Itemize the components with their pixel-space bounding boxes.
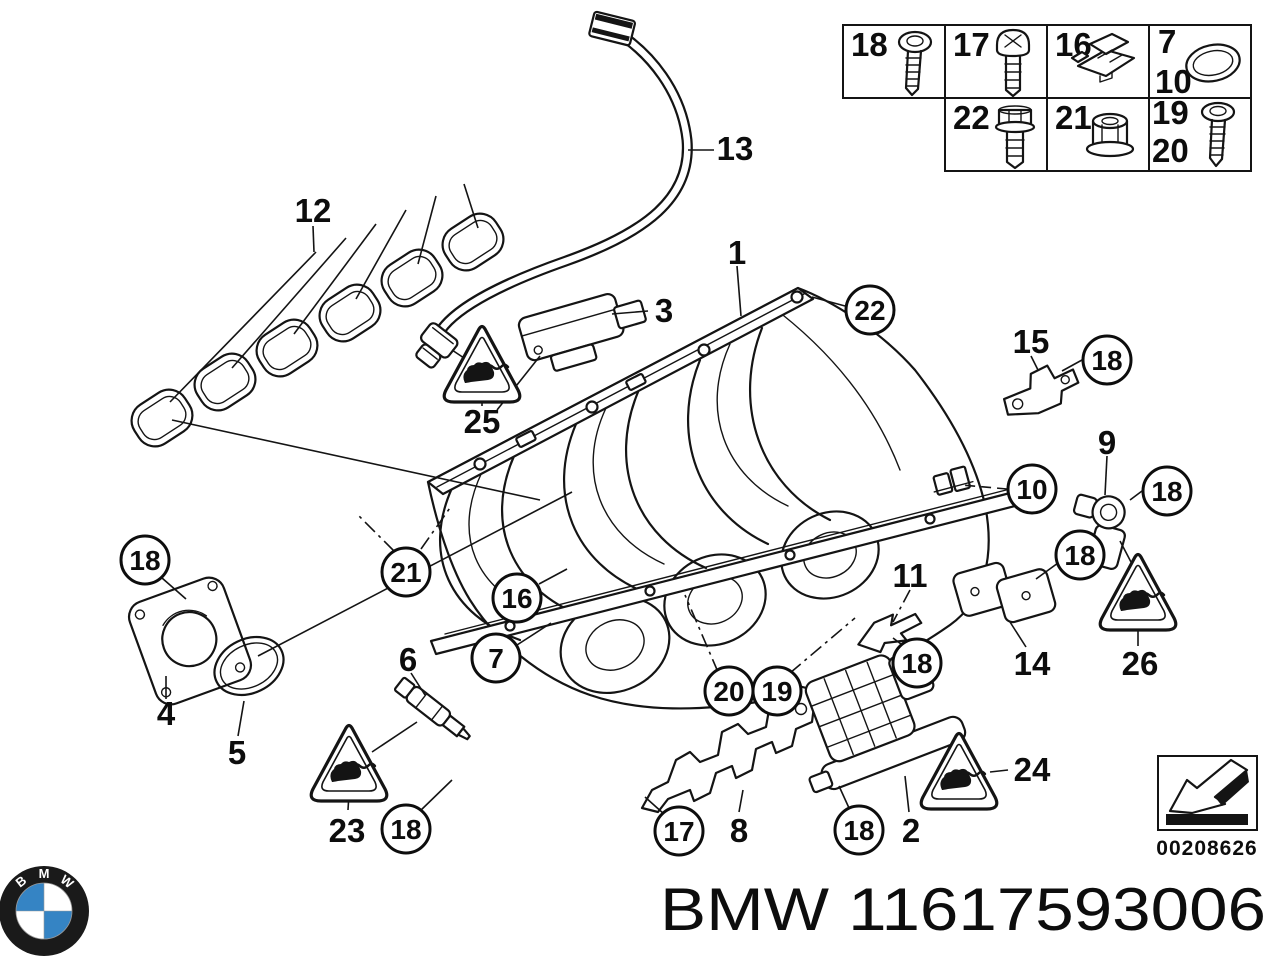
callout-4: 4 [157, 695, 176, 732]
callout-11: 11 [893, 557, 928, 594]
hose-elbow-fitting [415, 322, 459, 369]
bracket-15 [1002, 364, 1080, 416]
circled-callout-18: 18 [833, 804, 885, 856]
callout-9: 9 [1098, 424, 1116, 461]
legend-num-7: 7 [1158, 23, 1176, 60]
circled-callout-10: 10 [1006, 463, 1058, 515]
hex-flange-bolt-icon [994, 105, 1036, 170]
doc-number: 00208626 [1156, 837, 1257, 860]
callout-5: 5 [228, 734, 246, 771]
o-ring-icon [1185, 43, 1241, 83]
flange-nut-icon [1085, 112, 1135, 158]
circled-callout-18: 18 [1141, 465, 1193, 517]
circled-callout-16: 16 [491, 572, 543, 624]
svg-text:21: 21 [390, 557, 421, 588]
callout-25: 25 [464, 403, 501, 440]
legend-num-20: 20 [1152, 132, 1189, 169]
support-clip [857, 612, 923, 654]
screw-phillips-icon [995, 28, 1031, 98]
callout-1: 1 [728, 234, 746, 271]
callout-14: 14 [1014, 645, 1051, 682]
callout-13: 13 [717, 130, 754, 167]
circled-callout-21: 21 [380, 546, 432, 598]
rail-clip [932, 465, 974, 496]
legend-num-21: 21 [1055, 99, 1092, 136]
circled-callout-17: 17 [653, 805, 705, 857]
svg-text:18: 18 [1151, 476, 1182, 507]
circled-callout-18: 18 [1081, 334, 1133, 386]
svg-text:22: 22 [854, 295, 885, 326]
pressure-sensor [1072, 493, 1126, 570]
legend-num-19: 19 [1152, 94, 1189, 131]
temp-sensor [393, 676, 471, 741]
sensor-assembly [517, 292, 647, 372]
svg-text:18: 18 [1091, 345, 1122, 376]
warning-triangle-icon [309, 723, 389, 803]
bmw-logo: B M W [0, 866, 89, 956]
circled-callout-18: 18 [1054, 529, 1106, 581]
svg-text:18: 18 [843, 815, 874, 846]
callout-26: 26 [1122, 645, 1159, 682]
svg-text:19: 19 [761, 676, 792, 707]
legend-num-22: 22 [953, 99, 990, 136]
port-gaskets [130, 212, 505, 448]
doc-stamp: 00208626 [1156, 755, 1258, 860]
circled-callout-18: 18 [891, 637, 943, 689]
retainer-clip-icon [1070, 32, 1136, 83]
svg-text:20: 20 [713, 676, 744, 707]
svg-text:18: 18 [390, 814, 421, 845]
callout-6: 6 [399, 641, 417, 678]
screw-torx-icon [897, 30, 933, 97]
callout-15: 15 [1013, 323, 1050, 360]
fastener-legend: 18 17 16 7 10 22 21 19 20 [842, 23, 1252, 172]
circled-callout-22: 22 [844, 284, 896, 336]
vent-hose [435, 22, 693, 336]
callout-12: 12 [295, 192, 332, 229]
svg-text:18: 18 [1064, 540, 1095, 571]
callout-2: 2 [902, 812, 920, 849]
throttle-o-ring [213, 635, 285, 697]
circled-callout-18: 18 [380, 803, 432, 855]
intake-manifold-artwork [127, 10, 1126, 814]
part-title: BMW 11617593006 [660, 876, 1266, 943]
circled-callout-19: 19 [751, 665, 803, 717]
hose-end-fitting [588, 10, 636, 47]
circled-callout-20: 20 [703, 665, 755, 717]
circled-callout-18: 18 [119, 534, 171, 586]
legend-num-18: 18 [851, 26, 888, 63]
svg-text:10: 10 [1016, 474, 1047, 505]
svg-text:17: 17 [663, 816, 694, 847]
callout-3: 3 [655, 292, 673, 329]
legend-num-17: 17 [953, 26, 990, 63]
logo-letter-m: M [39, 866, 50, 881]
long-screw-icon [1200, 101, 1236, 168]
svg-text:18: 18 [901, 648, 932, 679]
svg-text:16: 16 [501, 583, 532, 614]
circled-callout-7: 7 [470, 632, 522, 684]
callout-23: 23 [329, 812, 366, 849]
bracket-14 [952, 561, 1057, 624]
svg-text:7: 7 [488, 643, 504, 674]
actuator-unit [804, 648, 967, 794]
callout-8: 8 [730, 812, 748, 849]
callout-24: 24 [1014, 751, 1051, 788]
svg-text:18: 18 [129, 545, 160, 576]
